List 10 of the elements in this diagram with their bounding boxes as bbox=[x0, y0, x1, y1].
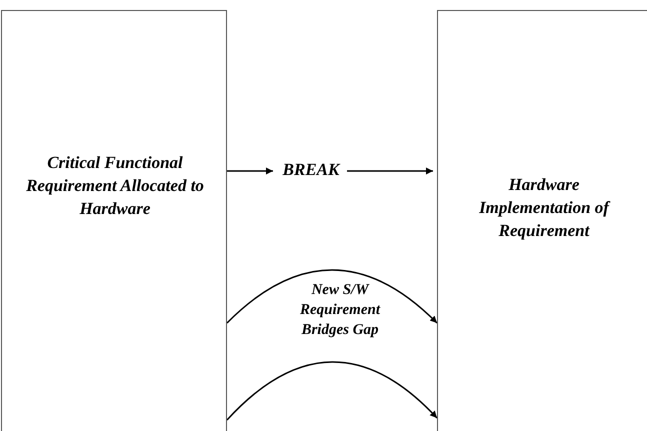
arrow bbox=[227, 168, 273, 174]
arrow bbox=[226, 361, 438, 421]
process-box bbox=[1, 10, 227, 431]
arrow bbox=[226, 269, 438, 324]
box-label: Hardware Implementation of Requirement bbox=[478, 174, 612, 242]
arrow bbox=[347, 168, 433, 174]
box-label: Critical Functional Requirement Allocated to Hardware bbox=[26, 152, 204, 220]
break-label: BREAK bbox=[282, 159, 342, 181]
process-box bbox=[437, 10, 647, 431]
edge-label: New S/W Requirement Bridges Gap bbox=[298, 281, 382, 340]
